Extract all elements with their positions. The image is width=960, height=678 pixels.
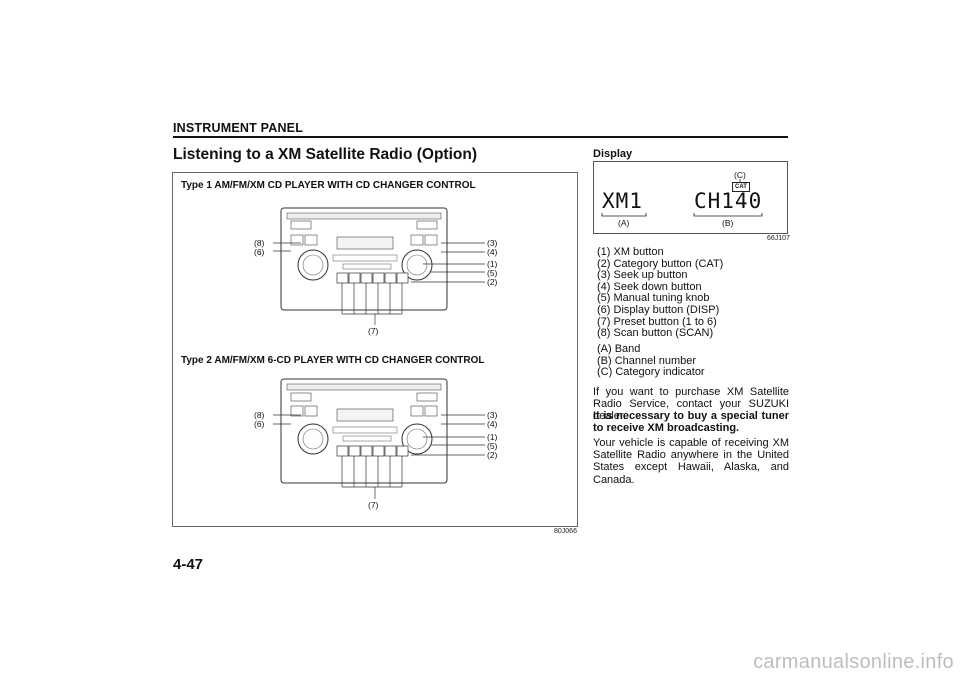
type1-radio-diagram: (8) (6) (3) (4) (1) (5) (2) (7) [173, 173, 579, 348]
label-c: (C) [734, 170, 746, 180]
section-header: INSTRUMENT PANEL [173, 121, 304, 135]
page-number: 4-47 [173, 556, 204, 573]
lcd-band: XM1 [602, 189, 643, 213]
buttons-list: (1) XM button (2) Category button (CAT) … [597, 246, 724, 340]
callout-4: (4) [487, 247, 498, 257]
callout-4: (4) [487, 419, 498, 429]
callout-6: (6) [254, 247, 265, 257]
callout-3: (3) [487, 410, 498, 420]
callout-8: (8) [254, 410, 265, 420]
cat-indicator: CAT [732, 182, 750, 192]
label-a: (A) [618, 218, 630, 228]
callout-7: (7) [368, 326, 379, 336]
callout-6: (6) [254, 419, 265, 429]
list-item: (2) Category button (CAT) [597, 257, 724, 270]
watermark: carmanualsonline.info [753, 651, 954, 673]
list-item: (5) Manual tuning knob [597, 292, 710, 305]
type2-radio-diagram: (8) (6) (3) (4) (1) (5) (2) (7) [173, 347, 579, 522]
list-item: (A) Band [597, 343, 641, 355]
display-title: Display [593, 148, 633, 160]
callout-1: (1) [487, 259, 498, 269]
list-item: (6) Display button (DISP) [597, 303, 720, 316]
label-b: (B) [722, 218, 734, 228]
tuner-note: It is necessary to buy a special tuner t… [593, 410, 789, 435]
display-code: 66J107 [767, 235, 790, 242]
coverage-paragraph: Your vehicle is capable of receiving XM … [593, 437, 789, 486]
list-item: (1) XM button [597, 246, 664, 258]
display-brackets [601, 179, 763, 217]
callout-8: (8) [254, 238, 265, 248]
callout-7: (7) [368, 500, 379, 510]
radio-figure: Type 1 AM/FM/XM CD PLAYER WITH CD CHANGE… [172, 172, 578, 527]
figure-code: 80J066 [554, 528, 577, 535]
callout-5: (5) [487, 441, 498, 451]
callout-1: (1) [487, 432, 498, 442]
display-figure: (C) CAT XM1 CH140 (A) (B) [593, 161, 788, 234]
type2-radio-drawing [273, 378, 485, 499]
list-item: (4) Seek down button [597, 280, 702, 293]
purchase-paragraph: If you want to purchase XM Satellite Rad… [593, 386, 789, 423]
page-title: Listening to a XM Satellite Radio (Optio… [173, 146, 477, 163]
display-parts-list: (A) Band (B) Channel number (C) Category… [597, 343, 705, 379]
list-item: (3) Seek up button [597, 269, 688, 282]
type1-radio-drawing [273, 207, 485, 325]
type1-label: Type 1 AM/FM/XM CD PLAYER WITH CD CHANGE… [181, 180, 476, 191]
list-item: (8) Scan button (SCAN) [597, 327, 714, 340]
list-item: (C) Category indicator [597, 366, 705, 379]
callout-2: (2) [487, 450, 498, 460]
callout-5: (5) [487, 268, 498, 278]
callout-2: (2) [487, 277, 498, 287]
list-item: (7) Preset button (1 to 6) [597, 315, 717, 328]
type2-label: Type 2 AM/FM/XM 6-CD PLAYER WITH CD CHAN… [181, 355, 485, 366]
list-item: (B) Channel number [597, 354, 697, 367]
callout-3: (3) [487, 238, 498, 248]
lcd-channel: CH140 [694, 189, 763, 213]
header-rule [173, 136, 788, 138]
